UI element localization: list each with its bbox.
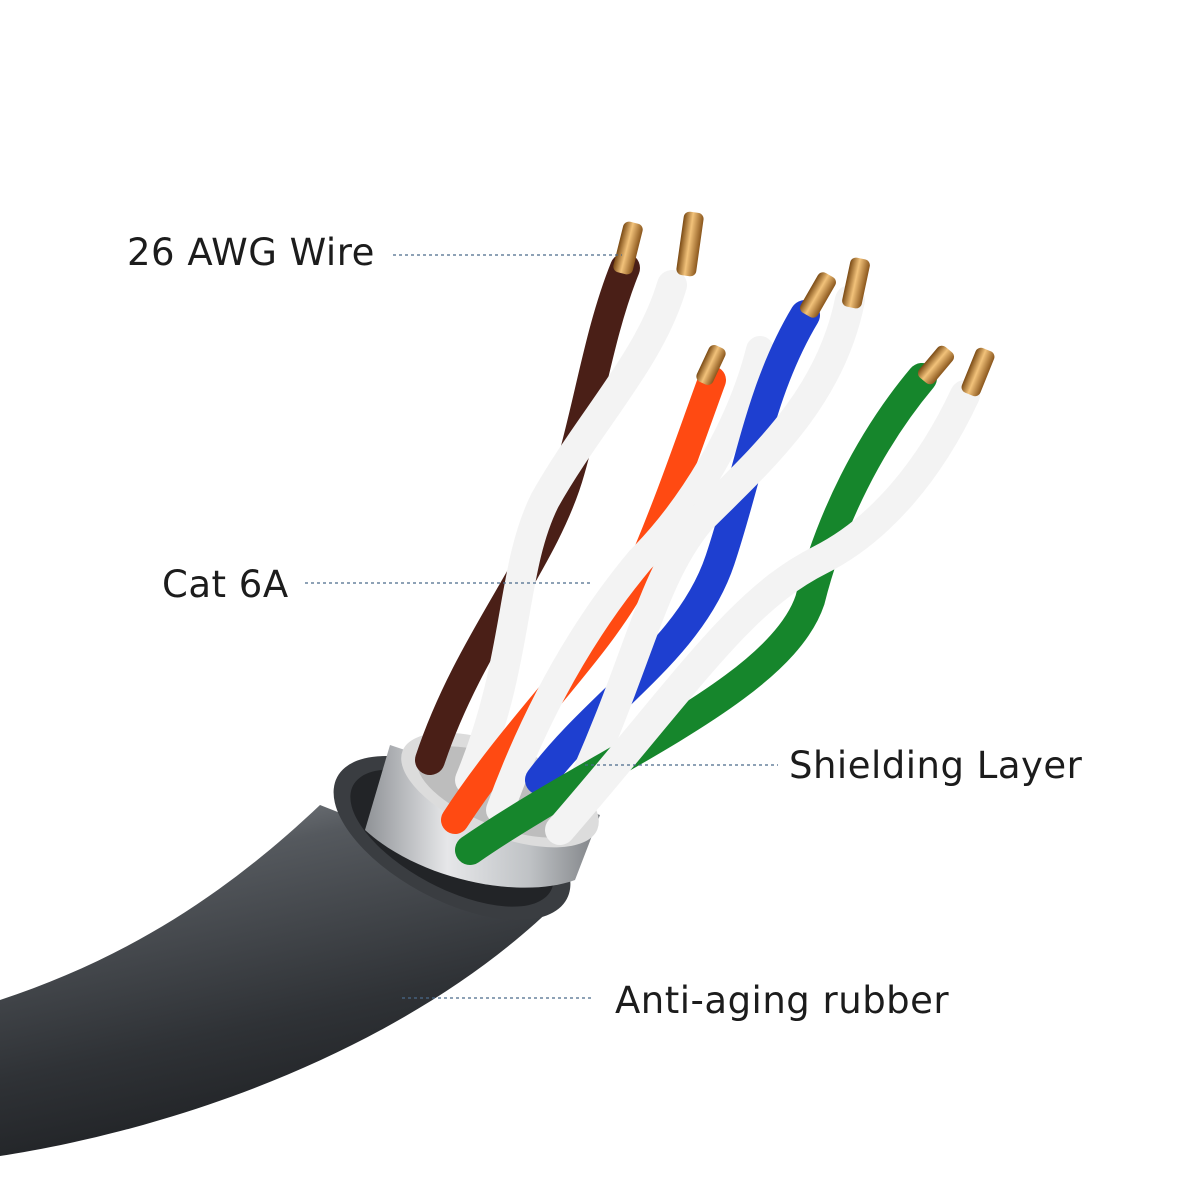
white-green-conductor bbox=[545, 380, 980, 845]
shielding-label: Shielding Layer bbox=[789, 744, 1083, 787]
category-label: Cat 6A bbox=[162, 563, 289, 606]
copper-conductors bbox=[613, 211, 995, 397]
white-blue-conductor bbox=[560, 285, 865, 815]
leader-lines bbox=[305, 254, 778, 999]
white-brown-conductor bbox=[455, 270, 687, 795]
jacket-label: Anti-aging rubber bbox=[615, 979, 950, 1022]
white-orange-conductor bbox=[486, 336, 774, 824]
outer-jacket bbox=[0, 805, 560, 1156]
wire-gauge-label: 26 AWG Wire bbox=[127, 231, 375, 274]
